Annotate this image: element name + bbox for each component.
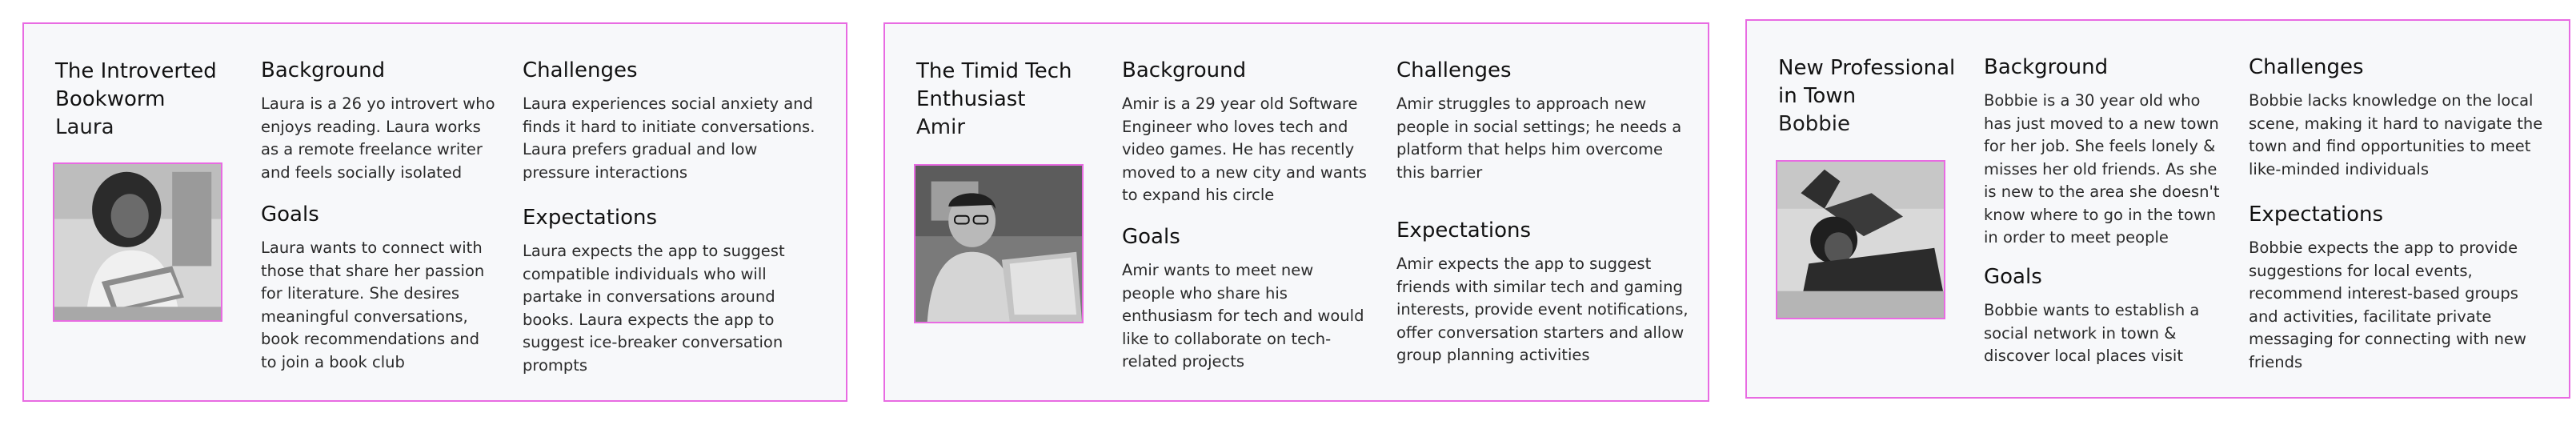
background-heading: Background — [261, 58, 386, 82]
goals-section: Goals Bobbie wants to establish a social… — [1984, 264, 2240, 368]
persona-title-line-2: Bookworm — [55, 87, 166, 111]
goals-text: Amir wants to meet new people who share … — [1122, 261, 1364, 371]
persona-title-line-1: The Timid Tech — [916, 59, 1072, 83]
expectations-heading: Expectations — [2249, 202, 2384, 227]
expectations-heading: Expectations — [1396, 219, 1532, 243]
persona-name: Bobbie — [1778, 112, 1850, 136]
goals-heading: Goals — [1122, 225, 1180, 249]
challenges-section: Challenges Laura experiences social anxi… — [523, 58, 839, 184]
background-text: Laura is a 26 yo introvert who enjoys re… — [261, 94, 495, 182]
woman-lying-on-blanket-photo — [1776, 160, 1945, 319]
challenges-text: Amir struggles to approach new people in… — [1396, 94, 1682, 182]
woman-reading-book-photo — [53, 162, 222, 322]
challenges-text: Laura experiences social anxiety and fin… — [523, 94, 815, 182]
goals-text: Laura wants to connect with those that s… — [261, 239, 485, 371]
goals-heading: Goals — [261, 202, 319, 227]
expectations-section: Expectations Laura expects the app to su… — [523, 205, 839, 377]
persona-header: The Timid Tech Enthusiast Amir — [916, 58, 1100, 142]
persona-header: The Introverted Bookworm Laura — [55, 58, 239, 142]
persona-title-line-1: The Introverted — [55, 59, 217, 83]
challenges-section: Challenges Bobbie lacks knowledge on the… — [2249, 54, 2562, 181]
persona-title-line-1: New Professional — [1778, 56, 1956, 80]
man-at-laptop-photo — [914, 164, 1084, 323]
expectations-section: Expectations Bobbie expects the app to p… — [2249, 202, 2562, 374]
background-text: Amir is a 29 year old Software Engineer … — [1122, 94, 1367, 204]
background-heading: Background — [1122, 58, 1247, 82]
challenges-section: Challenges Amir struggles to approach ne… — [1396, 58, 1701, 184]
persona-name: Laura — [55, 115, 114, 139]
expectations-heading: Expectations — [523, 206, 658, 230]
persona-title-line-2: in Town — [1778, 84, 1857, 108]
persona-card-bobbie: New Professional in Town Bobbie Backgrou… — [1745, 19, 2570, 399]
goals-text: Bobbie wants to establish a social netwo… — [1984, 301, 2200, 365]
persona-card-laura: The Introverted Bookworm Laura Backgroun… — [22, 22, 847, 402]
background-text: Bobbie is a 30 year old who has just mov… — [1984, 91, 2220, 247]
challenges-heading: Challenges — [1396, 58, 1512, 82]
background-section: Background Amir is a 29 year old Softwar… — [1122, 58, 1386, 207]
expectations-text: Laura expects the app to suggest compati… — [523, 242, 785, 375]
challenges-heading: Challenges — [523, 58, 638, 82]
goals-section: Goals Laura wants to connect with those … — [261, 202, 505, 374]
challenges-heading: Challenges — [2249, 55, 2364, 79]
persona-card-amir: The Timid Tech Enthusiast Amir Backgroun… — [883, 22, 1709, 402]
background-section: Background Bobbie is a 30 year old who h… — [1984, 54, 2240, 250]
persona-header: New Professional in Town Bobbie — [1778, 54, 1970, 138]
persona-title-line-2: Enthusiast — [916, 87, 1026, 111]
expectations-section: Expectations Amir expects the app to sug… — [1396, 218, 1701, 367]
challenges-text: Bobbie lacks knowledge on the local scen… — [2249, 91, 2543, 178]
background-heading: Background — [1984, 55, 2109, 79]
expectations-text: Amir expects the app to suggest friends … — [1396, 255, 1689, 364]
persona-name: Amir — [916, 115, 966, 139]
expectations-text: Bobbie expects the app to provide sugges… — [2249, 239, 2526, 371]
goals-heading: Goals — [1984, 265, 2042, 289]
background-section: Background Laura is a 26 yo introvert wh… — [261, 58, 505, 184]
goals-section: Goals Amir wants to meet new people who … — [1122, 224, 1386, 374]
